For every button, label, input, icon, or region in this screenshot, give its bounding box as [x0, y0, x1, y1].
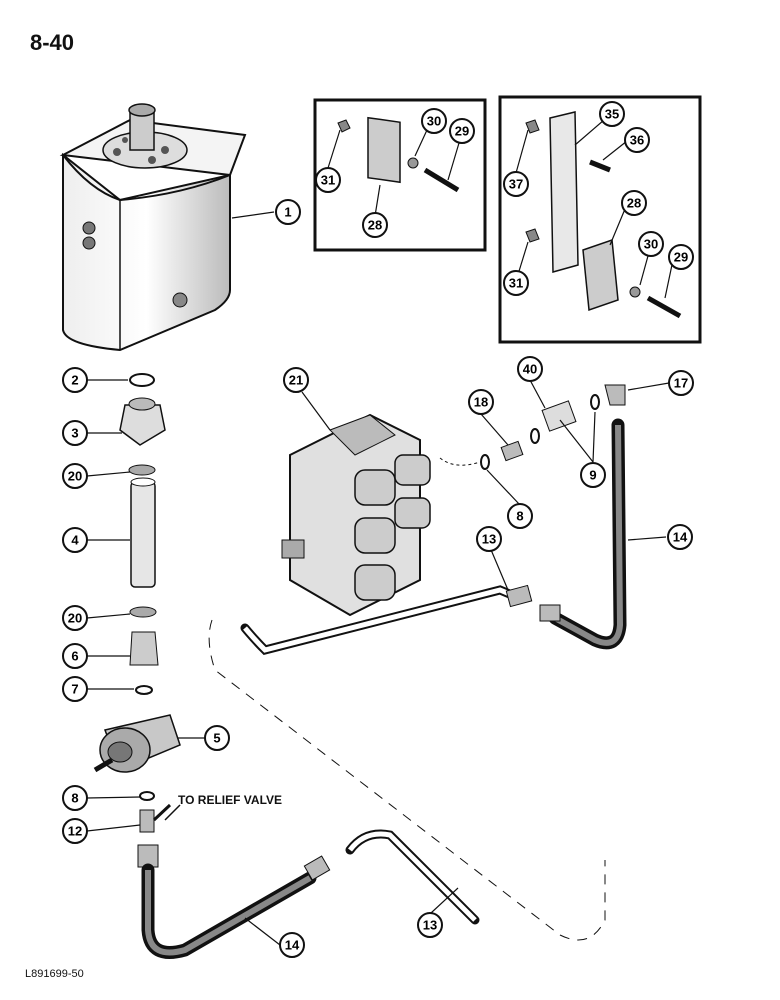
- callout-number: 36: [630, 133, 644, 148]
- callout-number: 20: [68, 611, 82, 626]
- callout-number: 29: [674, 250, 688, 265]
- callout-number: 1: [284, 205, 291, 220]
- inset-bracket-kit-b: [498, 95, 702, 344]
- callout-number: 29: [455, 124, 469, 139]
- callout-14: 14: [667, 524, 693, 550]
- callout-28: 28: [362, 212, 388, 238]
- suction-line-parts: [119, 373, 166, 695]
- callout-4: 4: [62, 527, 88, 553]
- callout-number: 37: [509, 177, 523, 192]
- callout-28: 28: [621, 190, 647, 216]
- callout-40: 40: [517, 356, 543, 382]
- callout-2: 2: [62, 367, 88, 393]
- callout-number: 5: [213, 731, 220, 746]
- callout-29: 29: [449, 118, 475, 144]
- callout-29: 29: [668, 244, 694, 270]
- callout-8: 8: [62, 785, 88, 811]
- control-valve: [281, 413, 481, 617]
- callout-number: 20: [68, 469, 82, 484]
- callout-20: 20: [62, 605, 88, 631]
- callout-13: 13: [417, 912, 443, 938]
- callout-number: 18: [474, 395, 488, 410]
- callout-number: 8: [71, 791, 78, 806]
- callout-7: 7: [62, 676, 88, 702]
- callout-number: 4: [71, 533, 79, 548]
- callout-30: 30: [638, 231, 664, 257]
- callout-number: 13: [423, 918, 437, 933]
- callout-17: 17: [668, 370, 694, 396]
- callout-number: 9: [589, 468, 596, 483]
- relief-valve-arrow: [164, 804, 181, 821]
- callout-36: 36: [624, 127, 650, 153]
- hydraulic-pump: [93, 714, 181, 773]
- callout-8: 8: [507, 503, 533, 529]
- leader-lines: [86, 119, 674, 946]
- callout-number: 12: [68, 824, 82, 839]
- callout-number: 31: [509, 276, 523, 291]
- page-number: 8-40: [30, 30, 75, 55]
- callout-number: 28: [368, 218, 382, 233]
- callout-number: 28: [627, 196, 641, 211]
- callout-number: 40: [523, 362, 537, 377]
- callout-9: 9: [580, 462, 606, 488]
- callout-number: 8: [516, 509, 523, 524]
- callout-number: 13: [482, 532, 496, 547]
- callout-number: 30: [427, 114, 441, 129]
- pressure-hose: [539, 418, 627, 650]
- callout-37: 37: [503, 171, 529, 197]
- callout-5: 5: [204, 725, 230, 751]
- callout-30: 30: [421, 108, 447, 134]
- callout-35: 35: [599, 101, 625, 127]
- callout-14: 14: [279, 932, 305, 958]
- callout-number: 3: [71, 426, 78, 441]
- callout-18: 18: [468, 389, 494, 415]
- callout-number: 35: [605, 107, 619, 122]
- callout-number: 14: [673, 530, 688, 545]
- callout-12: 12: [62, 818, 88, 844]
- callout-number: 21: [289, 373, 303, 388]
- callout-3: 3: [62, 420, 88, 446]
- valve-fittings: [480, 384, 626, 470]
- callout-20: 20: [62, 463, 88, 489]
- upper-return-tube: [240, 584, 533, 655]
- callout-number: 14: [285, 938, 300, 953]
- routing-dashed-line: [208, 619, 606, 941]
- callout-13: 13: [476, 526, 502, 552]
- callout-1: 1: [275, 199, 301, 225]
- callout-31: 31: [315, 167, 341, 193]
- callout-number: 30: [644, 237, 658, 252]
- callout-31: 31: [503, 270, 529, 296]
- callout-number: 17: [674, 376, 688, 391]
- tee-and-pump-hose: [137, 791, 331, 959]
- figure-code: L891699-50: [25, 968, 84, 980]
- relief-valve-label: TO RELIEF VALVE: [178, 793, 283, 807]
- callout-21: 21: [283, 367, 309, 393]
- callout-number: 6: [71, 649, 78, 664]
- lower-return-tube: [345, 829, 480, 925]
- callout-6: 6: [62, 643, 88, 669]
- callout-number: 31: [321, 173, 335, 188]
- inset-bracket-kit-a: [313, 98, 487, 252]
- callout-number: 2: [71, 373, 78, 388]
- reservoir-tank: [59, 103, 247, 352]
- callout-number: 7: [71, 682, 78, 697]
